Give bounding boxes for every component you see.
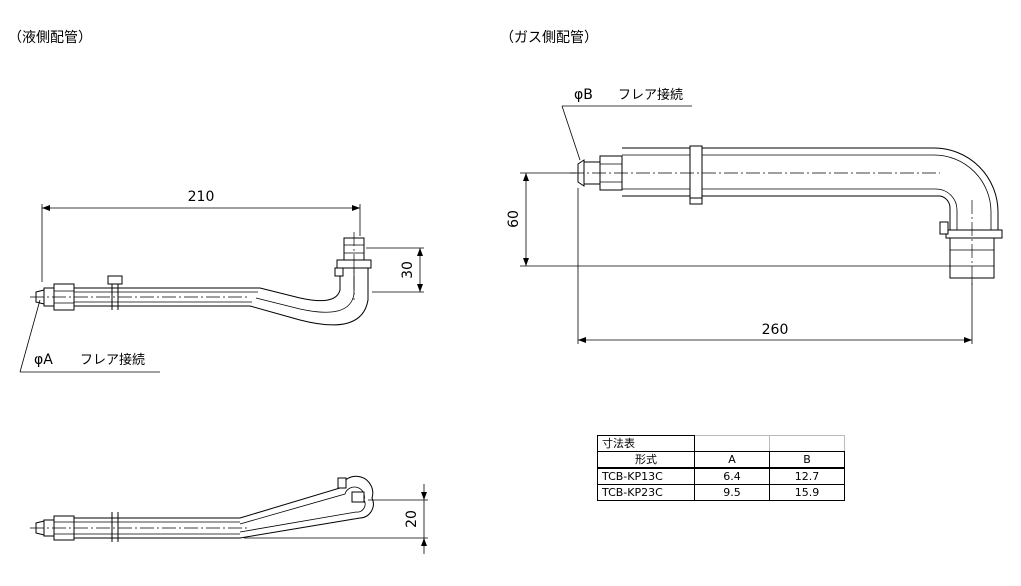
phi-a-label: φA [34, 352, 53, 368]
phi-a-leader: φA フレア接続 [19, 299, 160, 373]
gas-length-value: 260 [762, 322, 789, 338]
liquid-length-value: 210 [188, 189, 215, 205]
gas-length-dimension: 260 [577, 188, 973, 344]
gas-height-dimension: 60 [506, 172, 950, 267]
gas-height-value: 60 [506, 210, 522, 228]
liquid-pipe-top-view [30, 232, 372, 326]
table-header-a: A [694, 451, 770, 469]
table-cell-a: 6.4 [694, 467, 770, 485]
gas-pipe-title: （ガス側配管） [500, 30, 598, 46]
liquid-pipe-title: （液側配管） [8, 30, 92, 46]
phi-b-flare-label: フレア接続 [618, 87, 683, 103]
phi-b-leader: φB フレア接続 [561, 87, 692, 161]
liquid-length-dimension: 210 [41, 189, 361, 282]
table-title-blank [694, 435, 770, 452]
gas-pipe-view [570, 145, 1003, 286]
table-header-row: 形式 A B [597, 451, 845, 469]
table-cell-b: 12.7 [769, 467, 845, 485]
table-title-row: 寸法表 [597, 435, 845, 452]
table-cell-b: 15.9 [769, 484, 845, 501]
liquid-side-height-value: 20 [404, 510, 420, 528]
liquid-side-height-dimension: 20 [244, 484, 428, 554]
table-cell-model: TCB-KP23C [597, 484, 695, 501]
phi-a-flare-label: フレア接続 [80, 352, 145, 368]
table-row: TCB-KP13C 6.4 12.7 [597, 467, 845, 485]
table-header-model: 形式 [597, 451, 695, 469]
liquid-pipe-side-view [30, 475, 374, 542]
table-row: TCB-KP23C 9.5 15.9 [597, 484, 845, 501]
table-title: 寸法表 [597, 435, 695, 452]
table-title-blank [769, 435, 845, 452]
table-header-b: B [769, 451, 845, 469]
table-cell-model: TCB-KP13C [597, 467, 695, 485]
dimension-table: 寸法表 形式 A B TCB-KP13C 6.4 12.7 TCB-KP23C … [597, 435, 845, 501]
liquid-height-value: 30 [400, 261, 416, 279]
phi-b-label: φB [574, 87, 593, 103]
table-cell-a: 9.5 [694, 484, 770, 501]
liquid-height-dimension: 30 [366, 247, 424, 293]
